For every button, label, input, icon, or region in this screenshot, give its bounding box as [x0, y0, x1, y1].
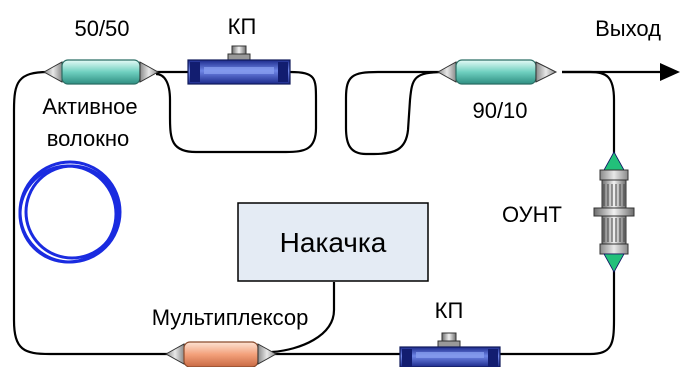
coupler-90-10 [436, 59, 558, 85]
label-coupler-90-10: 90/10 [472, 98, 527, 123]
label-multiplexer: Мультиплексор [152, 305, 309, 330]
label-ount: ОУНТ [502, 202, 562, 227]
active-fiber-coil [18, 160, 122, 264]
label-pump: Накачка [280, 227, 387, 258]
pump-box [237, 202, 429, 282]
polarization-controller-bottom [399, 332, 501, 367]
fiber-paths [12, 70, 616, 356]
polarization-controller-top [187, 45, 291, 85]
label-active-fiber-2: волокно [47, 126, 130, 151]
multiplexer [164, 341, 278, 367]
ount-absorber [593, 151, 635, 273]
fiber-main-loop [12, 70, 616, 356]
label-coupler-50-50: 50/50 [74, 16, 129, 41]
fiber-pump-link [271, 282, 336, 354]
fiber-top-left-loop [155, 70, 318, 154]
coupler-50-50 [42, 59, 160, 85]
label-pc-bottom: КП [435, 298, 464, 323]
output-arrow [562, 63, 680, 81]
label-active-fiber-1: Активное [42, 94, 137, 119]
label-pc-top: КП [228, 14, 257, 39]
fiber-top-right-loop [344, 70, 445, 156]
label-output: Выход [595, 16, 661, 41]
